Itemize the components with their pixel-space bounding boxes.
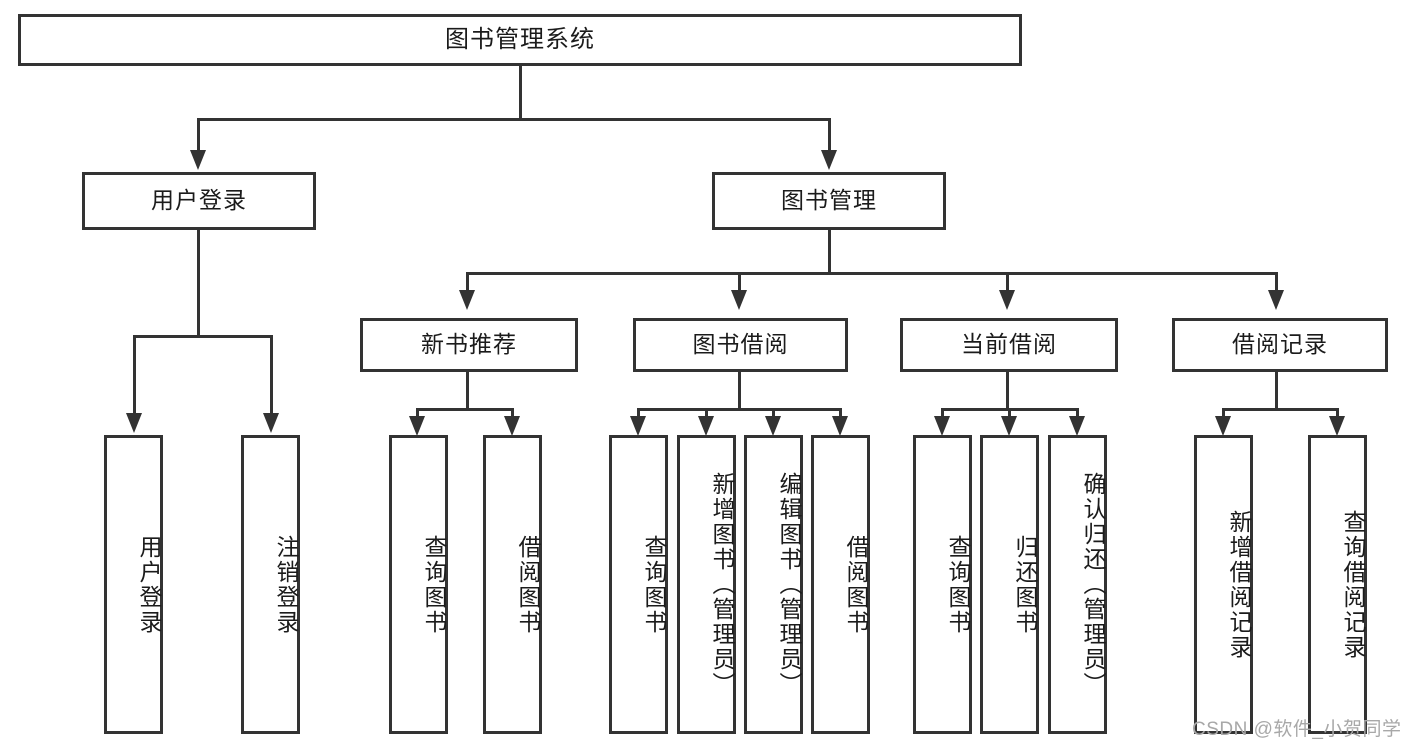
node-leaf-edit-book[interactable]: 编辑图书（管理员） [744,435,803,734]
connector-cb-to-leaf-1 [941,408,944,420]
arrow-user-login-to-leaf-1 [126,413,142,433]
node-leaf-add-book[interactable]: 新增图书（管理员） [677,435,736,734]
node-new-book-recommend[interactable]: 新书推荐 [360,318,578,372]
connector-cb-to-leaf-3 [1076,408,1079,420]
arrow-br-to-leaf-2 [1329,416,1345,436]
node-book-borrow[interactable]: 图书借阅 [633,318,848,372]
connector-bm-to-borrow-record [1275,272,1278,292]
arrow-bb-to-leaf-2 [698,416,714,436]
node-root-label: 图书管理系统 [445,25,595,53]
arrow-br-to-leaf-1 [1215,416,1231,436]
csdn-watermark: CSDN @软件_小贺同学 [1192,719,1402,740]
node-leaf-user-login[interactable]: 用户登录 [104,435,163,734]
connector-cb-to-leaf-2 [1008,408,1011,420]
connector-user-login-to-leaf-2 [270,335,273,415]
arrow-bm-to-borrow-record [1268,290,1284,310]
node-leaf-query-record-label: 查询借阅记录 [1340,509,1366,660]
node-leaf-query-book-3[interactable]: 查询图书 [913,435,972,734]
node-leaf-user-login-label: 用户登录 [136,534,162,635]
arrow-nbr-to-leaf-1 [409,416,425,436]
node-leaf-borrow-book-2-label: 借阅图书 [843,534,869,635]
node-borrow-record[interactable]: 借阅记录 [1172,318,1388,372]
node-leaf-add-record[interactable]: 新增借阅记录 [1194,435,1253,734]
connector-user-login-stem [197,230,200,335]
node-leaf-edit-book-label: 编辑图书（管理员） [776,472,802,697]
connector-root-stem [519,66,522,118]
node-leaf-confirm-return-label: 确认归还（管理员） [1080,472,1106,697]
connector-root-to-user-login [197,118,200,152]
node-leaf-query-book-3-label: 查询图书 [945,534,971,635]
arrow-cb-to-leaf-1 [934,416,950,436]
connector-nbr-to-leaf-2 [511,408,514,420]
node-leaf-query-book-1[interactable]: 查询图书 [389,435,448,734]
node-leaf-query-book-2[interactable]: 查询图书 [609,435,668,734]
connector-root-bar [197,118,831,121]
node-borrow-record-label: 借阅记录 [1232,331,1328,358]
node-leaf-borrow-book-1-label: 借阅图书 [515,534,541,635]
node-book-manage[interactable]: 图书管理 [712,172,946,230]
connector-book-manage-bar [466,272,1278,275]
connector-user-login-to-leaf-1 [133,335,136,415]
connector-bm-to-book-borrow [738,272,741,292]
connector-root-to-book-manage [828,118,831,152]
arrow-nbr-to-leaf-2 [504,416,520,436]
node-leaf-query-book-2-label: 查询图书 [641,534,667,635]
arrow-root-to-book-manage [821,150,837,170]
node-user-login[interactable]: 用户登录 [82,172,316,230]
connector-bb-bar [637,408,839,411]
connector-user-login-bar [133,335,273,338]
node-user-login-label: 用户登录 [151,187,247,214]
arrow-bm-to-current-borrow [999,290,1015,310]
arrow-cb-to-leaf-2 [1001,416,1017,436]
node-leaf-query-record[interactable]: 查询借阅记录 [1308,435,1367,734]
node-leaf-borrow-book-2[interactable]: 借阅图书 [811,435,870,734]
connector-cb-stem [1006,372,1009,408]
connector-bb-to-leaf-2 [705,408,708,420]
connector-nbr-to-leaf-1 [416,408,419,420]
node-leaf-add-record-label: 新增借阅记录 [1226,509,1252,660]
connector-bb-to-leaf-4 [839,408,842,420]
node-leaf-return-book[interactable]: 归还图书 [980,435,1039,734]
arrow-user-login-to-leaf-2 [263,413,279,433]
connector-br-to-leaf-2 [1336,408,1339,420]
connector-nbr-stem [466,372,469,408]
arrow-bm-to-new-book [459,290,475,310]
node-leaf-add-book-label: 新增图书（管理员） [709,472,735,697]
arrow-bb-to-leaf-1 [630,416,646,436]
node-book-manage-label: 图书管理 [781,187,877,214]
connector-bm-to-current-borrow [1006,272,1009,292]
connector-bb-to-leaf-1 [637,408,640,420]
node-new-book-recommend-label: 新书推荐 [421,331,517,358]
connector-br-stem [1275,372,1278,408]
connector-bb-to-leaf-3 [772,408,775,420]
node-leaf-return-book-label: 归还图书 [1012,534,1038,635]
connector-bb-stem [738,372,741,408]
node-leaf-user-logout-label: 注销登录 [273,534,299,635]
arrow-root-to-user-login [190,150,206,170]
arrow-bm-to-book-borrow [731,290,747,310]
node-leaf-confirm-return[interactable]: 确认归还（管理员） [1048,435,1107,734]
node-leaf-query-book-1-label: 查询图书 [421,534,447,635]
arrow-cb-to-leaf-3 [1069,416,1085,436]
connector-bm-to-new-book [466,272,469,292]
connector-book-manage-stem [828,230,831,272]
node-book-borrow-label: 图书借阅 [692,331,789,358]
connector-nbr-bar [416,408,514,411]
arrow-bb-to-leaf-3 [765,416,781,436]
connector-br-bar [1222,408,1339,411]
arrow-bb-to-leaf-4 [832,416,848,436]
node-leaf-user-logout[interactable]: 注销登录 [241,435,300,734]
node-root[interactable]: 图书管理系统 [18,14,1022,66]
node-leaf-borrow-book-1[interactable]: 借阅图书 [483,435,542,734]
node-current-borrow-label: 当前借阅 [961,331,1057,358]
node-current-borrow[interactable]: 当前借阅 [900,318,1118,372]
connector-br-to-leaf-1 [1222,408,1225,420]
